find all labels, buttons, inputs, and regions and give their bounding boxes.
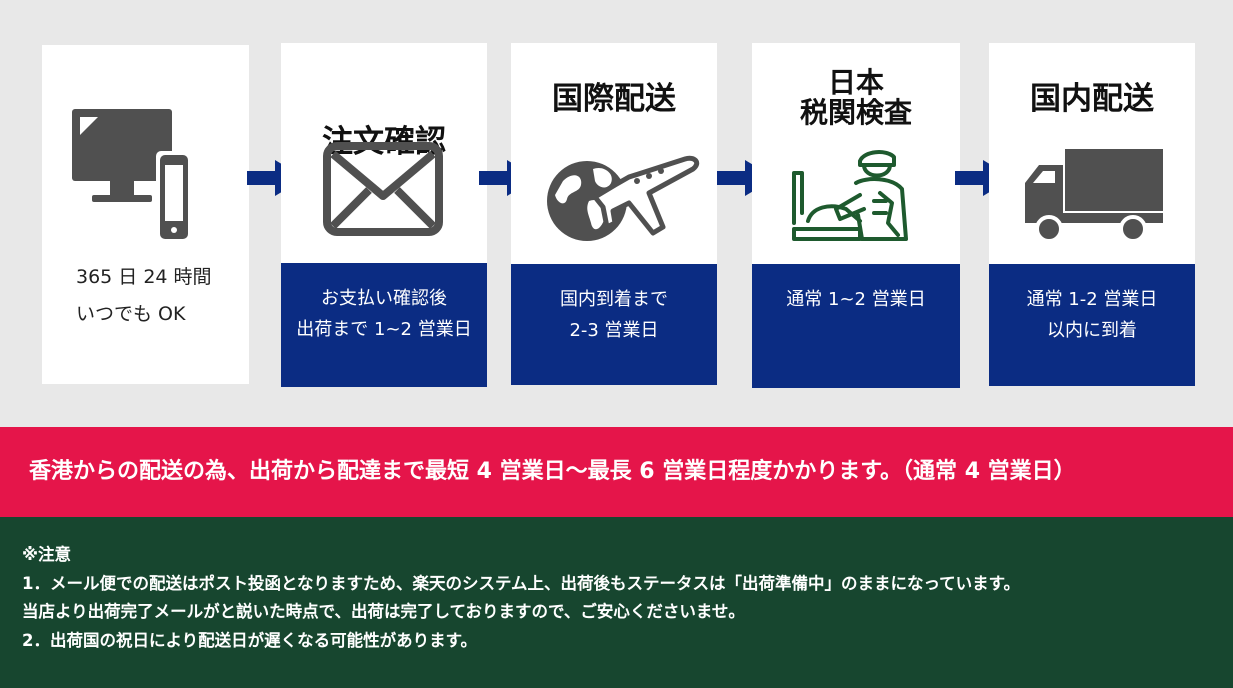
step-body-line: いつでも OK [76,303,186,325]
step-title: 日本 税関検査 [799,66,912,129]
customs-inspector-icon [792,150,908,241]
step-footer: 通常 1-2 営業日 以内に到着 [989,264,1195,386]
delivery-truck-icon [1025,149,1163,243]
step-body-line: 通常 1-2 営業日 [1026,289,1158,310]
globe-airplane-icon [547,155,700,241]
step-footer: 国内到着まで 2-3 営業日 [511,264,717,385]
step-body-line: 以内に到着 [1047,320,1137,341]
step-body: 365 日 24 時間 いつでも OK [42,259,249,333]
delivery-flow: 365 日 24 時間 いつでも OK 注文確認 お支払い確認後 出荷まで 1~… [42,43,1195,388]
step-body-line: 365 日 24 時間 [76,266,212,288]
step-footer: お支払い確認後 出荷まで 1~2 営業日 [281,263,487,387]
step-order-confirmation: 注文確認 お支払い確認後 出荷まで 1~2 営業日 [281,43,487,387]
step-title: 国際配送 [552,81,676,117]
notes-heading: ※注意 [22,545,72,564]
step-order-anytime: 365 日 24 時間 いつでも OK [42,45,249,384]
step-body-line: お支払い確認後 [321,288,447,309]
step-japan-customs: 日本 税関検査 通常 1~2 営業日 [752,43,960,388]
step-title: 国内配送 [1030,81,1154,117]
computer-phone-icon [72,109,188,240]
notes-line: 当店より出荷完了メールがと説いた時点で、出荷は完了しておりますので、ご安心くださ… [22,602,745,621]
step-body-line: 通常 1~2 営業日 [786,289,926,310]
notes-section: ※注意 1．メール便での配送はポスト投函となりますため、楽天のシステム上、出荷後… [0,517,1233,688]
step-international-shipping: 国際配送 国内到着まで 2-3 営業日 [511,43,717,385]
notes-text: ※注意 1．メール便での配送はポスト投函となりますため、楽天のシステム上、出荷後… [22,541,1020,655]
delivery-time-banner: 香港からの配送の為、出荷から配達まで最短 4 営業日～最長 6 営業日程度かかり… [0,427,1233,517]
step-body-line: 2-3 営業日 [569,320,659,341]
notes-line: 1．メール便での配送はポスト投函となりますため、楽天のシステム上、出荷後もステー… [22,573,1021,593]
banner-message: 香港からの配送の為、出荷から配達まで最短 4 営業日～最長 6 営業日程度かかり… [29,459,1076,484]
notes-line: 2．出荷国の祝日により配送日が遅くなる可能性があります。 [22,630,478,650]
step-domestic-shipping: 国内配送 通常 1-2 営業日 以内に到着 [989,43,1195,386]
envelope-icon [323,142,443,236]
step-body-line: 国内到着まで [560,289,668,310]
step-footer: 通常 1~2 営業日 [752,264,960,388]
step-body-line: 出荷まで 1~2 営業日 [296,319,472,340]
